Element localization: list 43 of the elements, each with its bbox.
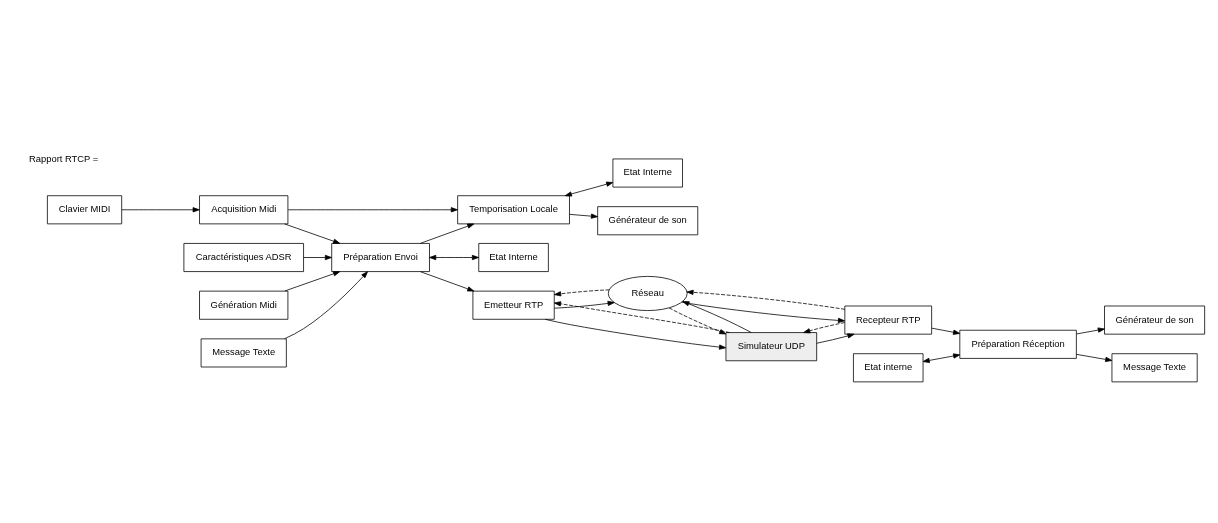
node-box: Etat interne (853, 352, 924, 382)
arrow (564, 181, 614, 196)
arrow (554, 288, 610, 296)
node-box: Préparation Envoi (331, 242, 430, 272)
arrow (544, 318, 727, 350)
arrow (429, 254, 479, 260)
arrow (420, 270, 475, 291)
arrow (803, 321, 846, 333)
node-box: Emetteur RTP (472, 290, 555, 320)
node-box: Message Texte (200, 337, 287, 367)
arrow (1076, 327, 1105, 334)
node-box: Message Texte (1111, 352, 1198, 382)
node-box: Temporisation Locale (457, 194, 570, 224)
node-box: Génération Midi (199, 290, 289, 320)
arrow (686, 289, 846, 310)
node-box: Simulateur UDP (725, 331, 818, 361)
arrow (303, 254, 332, 260)
arrow (284, 223, 341, 244)
node-box: Caractéristiques ADSR (183, 242, 304, 272)
arrow (668, 307, 727, 334)
node-box: Générateur de son (1104, 305, 1206, 335)
arrow (931, 327, 961, 335)
node-box: Etat Interne (612, 158, 683, 187)
arrow (816, 332, 855, 344)
legend-label: Rapport RTCP = (29, 153, 99, 164)
node-box: Etat Interne (478, 242, 549, 272)
arrow (1076, 353, 1113, 362)
arrow (922, 352, 961, 363)
node-box: Préparation Réception (959, 329, 1077, 359)
node-box: Générateur de son (597, 205, 699, 235)
node-box: Recepteur RTP (844, 305, 933, 335)
arrow (553, 300, 730, 333)
arrow (121, 206, 200, 212)
arrow (554, 300, 615, 309)
arrow (420, 223, 475, 244)
arrow (681, 301, 845, 323)
arrow (284, 270, 368, 339)
arrow (284, 270, 341, 291)
arrow (682, 300, 752, 333)
arrow (569, 213, 598, 219)
node-box: Acquisition Midi (199, 194, 289, 224)
arrow (287, 206, 458, 212)
node-box: Clavier MIDI (47, 194, 123, 224)
